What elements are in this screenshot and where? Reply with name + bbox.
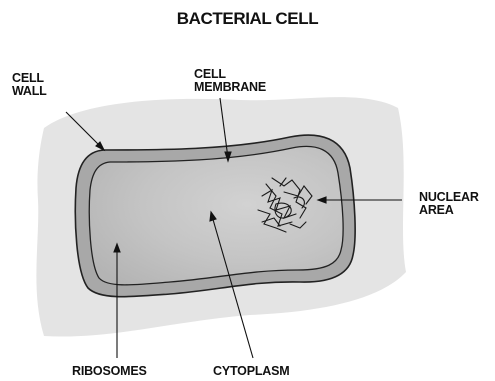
cytoplasm-shape xyxy=(89,146,343,285)
label-cell-wall: CELL WALL xyxy=(12,72,47,98)
label-cell-membrane: CELL MEMBRANE xyxy=(194,68,266,94)
label-cytoplasm: CYTOPLASM xyxy=(213,365,289,378)
label-nuclear-area: NUCLEAR AREA xyxy=(419,191,479,217)
label-ribosomes: RIBOSOMES xyxy=(72,365,147,378)
